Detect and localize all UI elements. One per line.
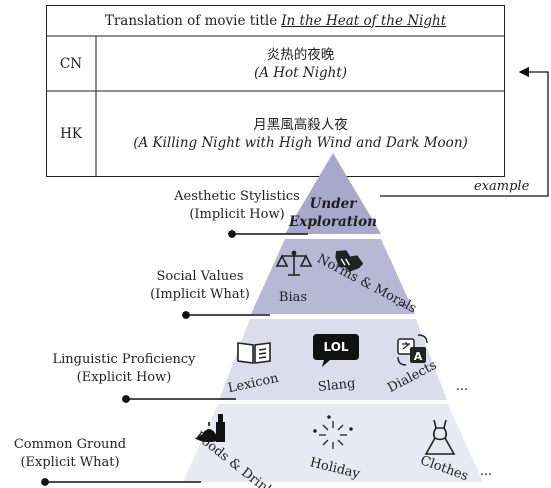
level-social-name: Social Values <box>156 269 244 284</box>
level-common-ground-name: Common Ground <box>13 437 127 452</box>
level-linguistic-sub: (Explicit How) <box>76 370 172 385</box>
common-ground-ellipsis: ... <box>480 464 492 479</box>
translate-icon: A <box>397 334 428 366</box>
lol-text: LOL <box>323 340 348 354</box>
row-hk-region: HK <box>60 126 82 142</box>
level-linguistic-name: Linguistic Proficiency <box>52 352 196 367</box>
level-common-ground-sub: (Explicit What) <box>20 455 120 470</box>
level-connectors <box>41 230 308 486</box>
row-hk-native: 月黑風高殺人夜 <box>253 117 348 133</box>
row-cn-body: 炎热的夜晚 (A Hot Night) <box>96 36 505 91</box>
row-hk-gloss: (A Killing Night with High Wind and Dark… <box>133 135 468 151</box>
row-cn-region: CN <box>59 55 83 72</box>
bias-label: Bias <box>279 290 307 305</box>
row-cn-native: 炎热的夜晚 <box>266 46 335 63</box>
linguistic-ellipsis: ... <box>456 379 468 394</box>
dress-icon <box>424 419 456 455</box>
pyramid-top-tier <box>285 153 381 234</box>
level-aesthetic-sub: (Implicit How) <box>189 207 285 222</box>
level-aesthetic-name: Aesthetic Stylistics <box>174 189 300 204</box>
slang-label: Slang <box>317 376 356 395</box>
example-label: example <box>474 179 530 194</box>
translation-table: Translation of movie title In the Heat o… <box>46 5 505 177</box>
balance-scale-icon <box>275 250 313 276</box>
level-social-sub: (Implicit What) <box>150 287 250 302</box>
level-social: Social Values (Implicit What) <box>130 268 270 304</box>
movie-title: In the Heat of the Night <box>281 12 447 29</box>
under-label: Under <box>310 196 358 212</box>
exploration-label: Exploration <box>288 214 377 230</box>
lol-speech-bubble-icon: LOL <box>313 334 359 367</box>
pyramid-tier-social-values <box>251 239 415 314</box>
row-hk-body: 月黑風高殺人夜 (A Killing Night with High Wind … <box>96 91 505 177</box>
book-icon <box>237 342 271 364</box>
social-ellipsis: ... <box>395 295 407 310</box>
level-linguistic: Linguistic Proficiency (Explicit How) <box>40 351 208 387</box>
fireworks-icon <box>313 415 353 449</box>
svg-text:A: A <box>414 350 423 363</box>
level-common-ground: Common Ground (Explicit What) <box>0 436 140 472</box>
row-cn-gloss: (A Hot Night) <box>253 64 348 81</box>
table-title-prefix: Translation of movie title <box>104 12 278 29</box>
table-grid <box>46 5 505 177</box>
handshake-icon <box>335 250 364 272</box>
example-arrow <box>380 66 549 197</box>
food-drink-icon <box>197 414 225 442</box>
level-aesthetic: Aesthetic Stylistics (Implicit How) <box>168 188 306 224</box>
table-title: Translation of movie title In the Heat o… <box>46 5 505 36</box>
